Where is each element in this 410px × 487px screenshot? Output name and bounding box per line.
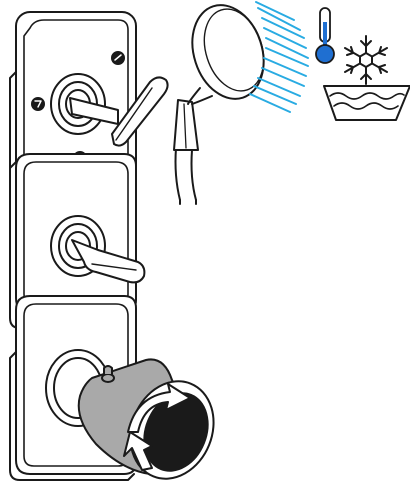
handshower-symbol bbox=[112, 52, 124, 64]
bottom-module bbox=[10, 296, 228, 487]
handshower-icon bbox=[174, 0, 275, 204]
bath-spout-symbol bbox=[32, 98, 44, 110]
shower-hose bbox=[176, 148, 197, 200]
cold-water-basin-icon bbox=[324, 86, 410, 120]
shower-head bbox=[181, 0, 275, 108]
snowflake-icon bbox=[345, 36, 387, 84]
thermometer-icon bbox=[316, 8, 334, 63]
